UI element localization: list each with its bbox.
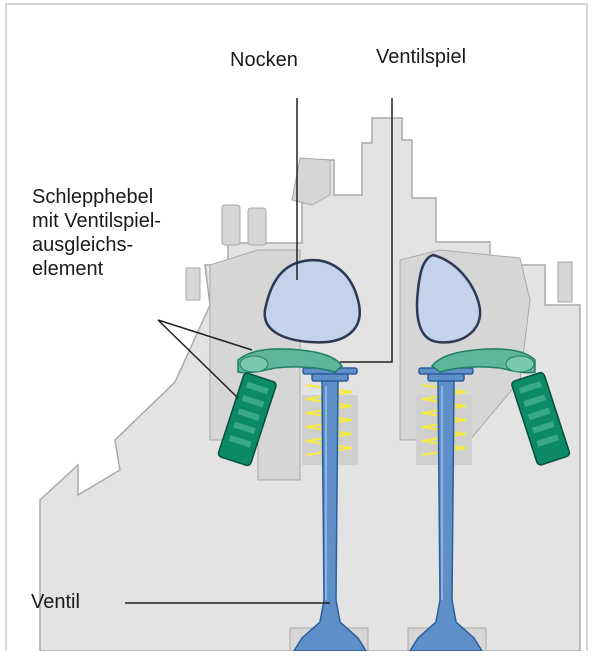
label-rocker-line3: ausgleichs- bbox=[32, 234, 133, 257]
label-rocker-line1: Schlepphebel bbox=[32, 186, 153, 209]
label-clearance: Ventilspiel bbox=[376, 46, 466, 69]
label-rocker-line2: mit Ventilspiel- bbox=[32, 210, 161, 233]
label-cam: Nocken bbox=[230, 49, 298, 72]
label-valve: Ventil bbox=[31, 591, 80, 614]
label-rocker-line4: element bbox=[32, 258, 103, 281]
